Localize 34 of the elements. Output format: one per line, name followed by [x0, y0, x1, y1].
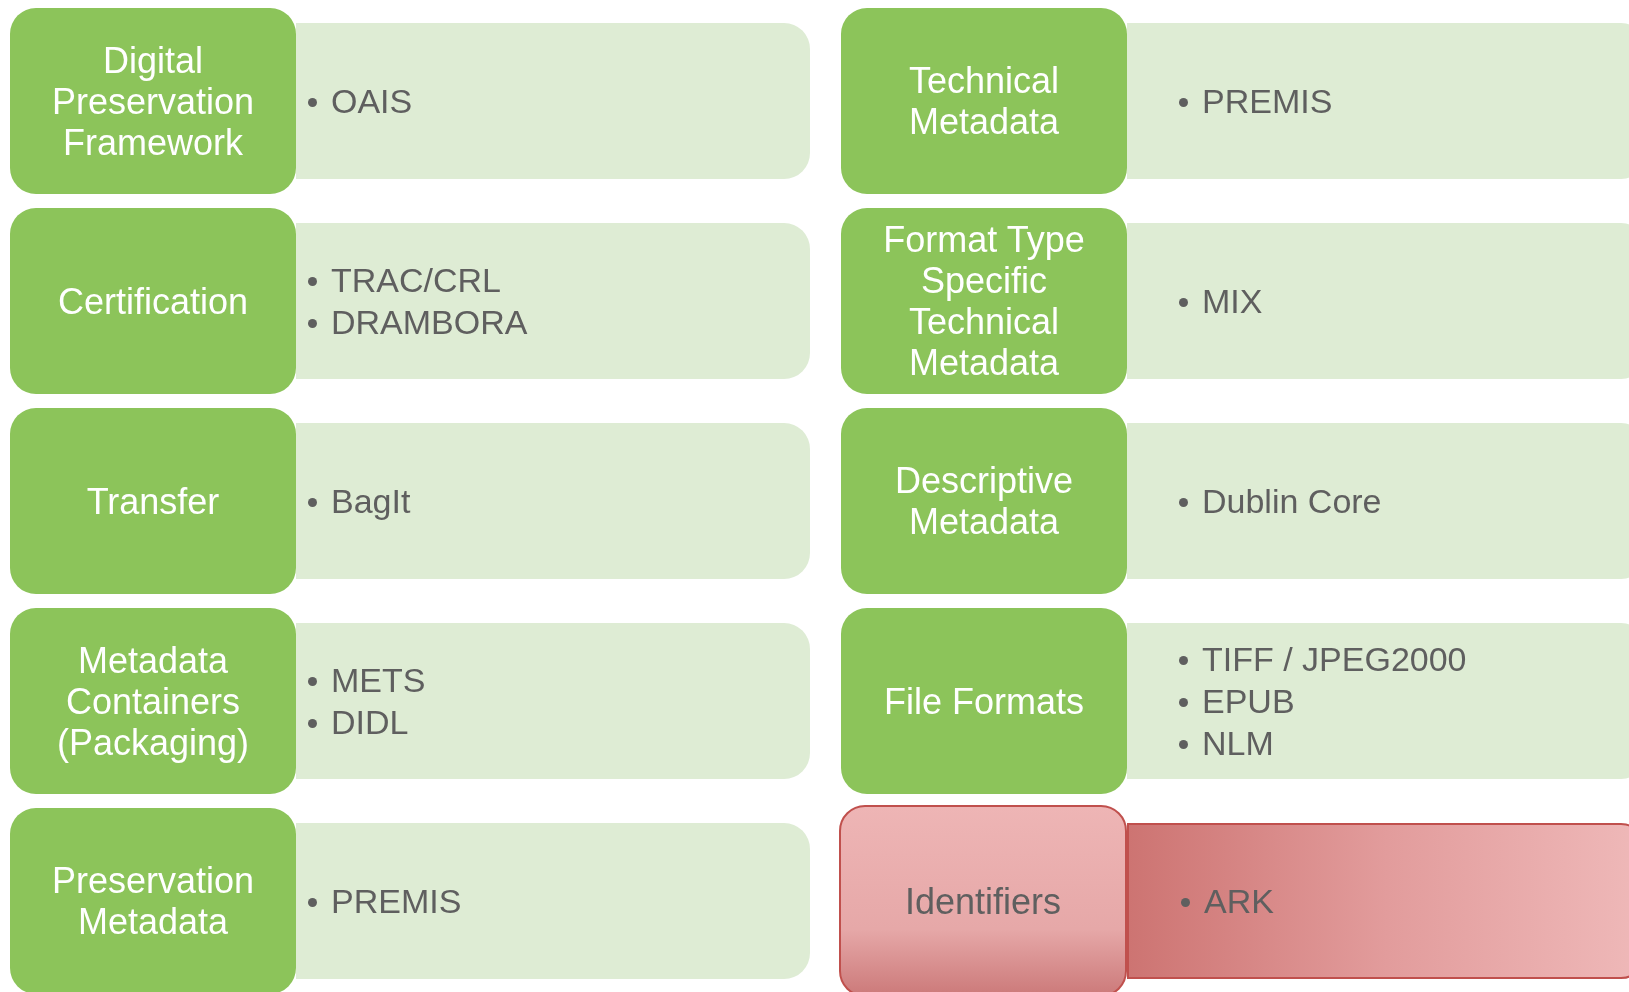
category-box: Certification: [10, 208, 296, 394]
list-panel: [1127, 423, 1629, 579]
bullet-text: BagIt: [331, 482, 411, 520]
list-panel: [1127, 23, 1629, 179]
category-box: Digital Preservation Framework: [10, 8, 296, 194]
category-box: Technical Metadata: [841, 8, 1127, 194]
list-panel: [296, 423, 810, 579]
bullet-text: MIX: [1202, 282, 1263, 320]
list-panel: [296, 223, 810, 379]
bullet-text: TRAC/CRL: [331, 261, 502, 299]
category-box: Identifiers: [839, 805, 1127, 992]
list-panel: [1127, 823, 1629, 979]
list-panel: [296, 823, 810, 979]
bullet-text: EPUB: [1202, 682, 1295, 720]
bullet-text: DRAMBORA: [331, 303, 528, 341]
bullet-text: PREMIS: [1202, 82, 1333, 120]
category-box: Transfer: [10, 408, 296, 594]
bullet-text: DIDL: [331, 703, 409, 741]
category-box: Preservation Metadata: [10, 808, 296, 992]
bullet-text: METS: [331, 661, 426, 699]
bullet-text: OAIS: [331, 82, 413, 120]
category-box: File Formats: [841, 608, 1127, 794]
category-box: Descriptive Metadata: [841, 408, 1127, 594]
bullet-text: TIFF / JPEG2000: [1202, 640, 1467, 678]
bullet-text: NLM: [1202, 724, 1274, 762]
list-panel: [296, 623, 810, 779]
list-panel: [1127, 623, 1629, 779]
list-panel: [1127, 223, 1629, 379]
bullet-text: ARK: [1204, 882, 1274, 920]
bullet-text: PREMIS: [331, 882, 462, 920]
bullet-text: Dublin Core: [1202, 482, 1382, 520]
category-box: Metadata Containers (Packaging): [10, 608, 296, 794]
list-panel: [296, 23, 810, 179]
category-box: Format Type Specific Technical Metadata: [841, 208, 1127, 394]
